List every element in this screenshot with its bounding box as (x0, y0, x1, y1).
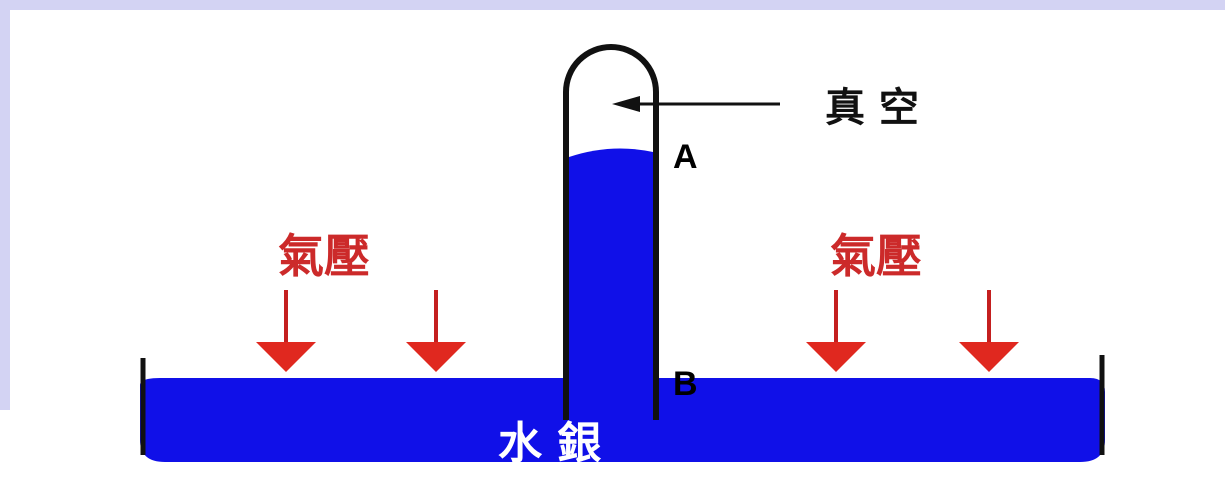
pressure-arrow-right-2 (959, 290, 1019, 372)
mercury-label: 水 銀 (498, 418, 601, 469)
pressure-label-left: 氣壓 (278, 229, 370, 283)
frame-lower-left-panel (0, 410, 10, 501)
point-b-label: B (673, 365, 698, 403)
pressure-arrow-right-1 (806, 290, 866, 372)
vacuum-label: 真 空 (825, 84, 919, 131)
pressure-arrow-left-1 (256, 290, 316, 372)
frame-left-bar (0, 0, 10, 410)
vacuum-pointer-arrowhead (612, 96, 640, 112)
pressure-arrow-left-2 (406, 290, 466, 372)
point-a-label: A (673, 138, 698, 176)
pressure-label-right: 氣壓 (830, 229, 922, 283)
mercury-column (569, 148, 653, 420)
